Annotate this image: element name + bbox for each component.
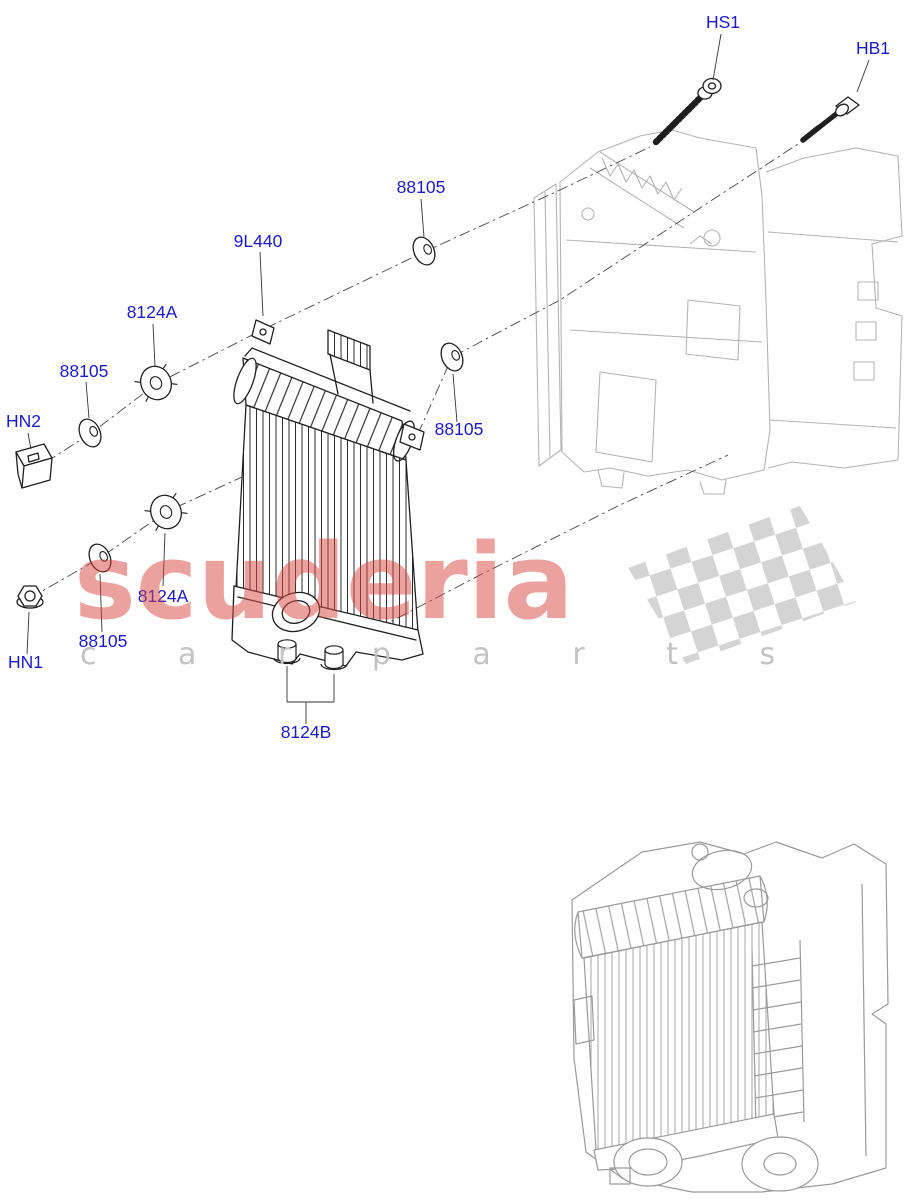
bolt-hb1 (800, 96, 860, 143)
hardware-parts (15, 77, 860, 671)
watermark-brand-text: scuderia (74, 521, 574, 643)
flange-nut-hn1 (16, 585, 44, 609)
leader-lines (26, 33, 870, 724)
part-label-hn1[interactable]: HN1 (8, 652, 43, 672)
washer-88105-mid-right (436, 339, 468, 375)
part-label-8124b[interactable]: 8124B (281, 722, 332, 742)
part-label-88105-lower-left[interactable]: 88105 (79, 631, 128, 651)
part-labels: HS1 HB1 88105 9L440 8124A 88105 HN2 8810… (6, 12, 890, 742)
part-label-88105-mid-right[interactable]: 88105 (435, 419, 484, 439)
screw-hs1 (652, 77, 722, 146)
part-label-hb1[interactable]: HB1 (856, 38, 890, 58)
part-label-9l440[interactable]: 9L440 (234, 231, 283, 251)
part-label-hn2[interactable]: HN2 (6, 411, 41, 431)
watermark: scuderia c a r p a r t s (74, 506, 856, 672)
assembled-intercooler-drawing (571, 841, 889, 1193)
part-label-8124a-lower[interactable]: 8124A (138, 586, 189, 606)
clip-nut-hn2 (15, 443, 53, 489)
part-label-88105-upper-left[interactable]: 88105 (60, 361, 109, 381)
washer-88105-top (408, 233, 440, 269)
part-label-88105-top[interactable]: 88105 (397, 177, 446, 197)
radiator-shroud-drawing (533, 129, 903, 495)
part-label-8124a-upper[interactable]: 8124A (127, 302, 178, 322)
grommet-8124a-upper (131, 359, 181, 407)
checkered-flag-graphic (628, 506, 856, 664)
watermark-tagline-text: c a r p a r t s (80, 637, 811, 672)
part-label-hs1[interactable]: HS1 (706, 12, 740, 32)
intercooler-drawing (231, 319, 425, 669)
washer-88105-upper-left (74, 415, 106, 451)
